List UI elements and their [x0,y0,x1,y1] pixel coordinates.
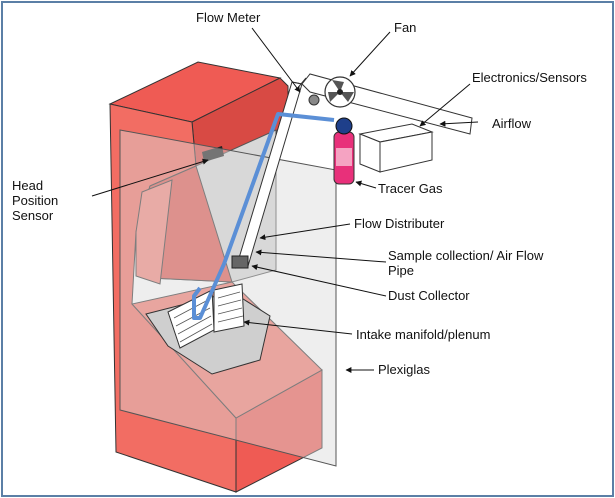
label-intake-manifold: Intake manifold/plenum [356,327,491,342]
label-sample-line1: Sample collection/ Air Flow [388,248,544,263]
fan [324,76,356,108]
label-flow-meter: Flow Meter [196,10,261,25]
intake-manifold [145,283,271,375]
tracer-gas-cylinder [333,117,355,185]
label-head-line3: Sensor [12,208,54,223]
duct [291,73,473,135]
cabinet-left-panel [135,179,173,285]
duct-body [291,73,473,135]
label-dust-collector: Dust Collector [388,288,470,303]
label-head-position-sensor: Head Position Sensor [12,178,58,223]
label-head-line1: Head [12,178,44,193]
label-tracer-gas: Tracer Gas [378,181,443,196]
flow-meter-ball [308,94,320,106]
label-fan: Fan [394,20,417,35]
label-sample-line2: Pipe [388,263,415,278]
cylinder-cap [335,117,353,135]
plenum-pleats-right [213,283,245,333]
electronics-box [358,123,434,173]
fan-blades [328,80,354,102]
label-head-line2: Position [12,193,59,208]
head-sensor-block [202,146,224,162]
dust-collector-box [231,255,249,269]
cylinder-band [336,148,352,166]
label-plexiglas: Plexiglas [378,362,431,377]
label-sample-collection: Sample collection/ Air Flow Pipe [388,248,543,278]
label-airflow: Airflow [492,116,532,131]
tracer-gas-pipe [192,112,335,320]
label-electronics: Electronics/Sensors [472,70,587,85]
electronics-side [379,131,433,173]
label-flow-distributer: Flow Distributer [354,216,445,231]
leader-lines [91,27,479,373]
